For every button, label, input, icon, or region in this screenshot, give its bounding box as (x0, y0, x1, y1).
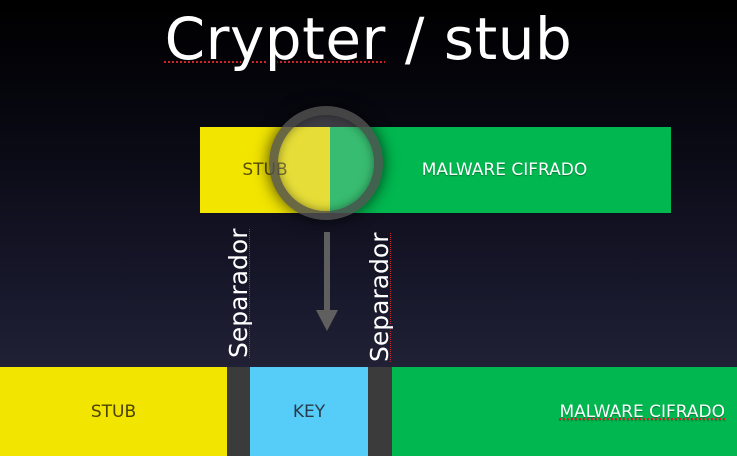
malware-label-bottom: MALWARE CIFRADO (559, 401, 725, 422)
separator-block-2 (368, 367, 392, 456)
separator-label-1: Separador (224, 228, 253, 358)
separator-block-1 (227, 367, 250, 456)
slide-title: Crypter / stub (0, 4, 737, 74)
malware-block-bottom: MALWARE CIFRADO (392, 367, 737, 456)
key-label: KEY (292, 401, 326, 422)
magnifier-lens-icon (269, 106, 383, 220)
arrow-down-icon (316, 232, 338, 331)
separator-label-2: Separador (365, 232, 394, 362)
stub-block-bottom: STUB (0, 367, 227, 456)
malware-block-top: MALWARE CIFRADO (330, 127, 671, 213)
title-rest: / stub (385, 5, 573, 73)
stub-label-bottom: STUB (90, 401, 137, 422)
malware-label-top: MALWARE CIFRADO (421, 160, 588, 180)
key-block: KEY (250, 367, 368, 456)
title-word-crypter: Crypter (164, 5, 386, 73)
